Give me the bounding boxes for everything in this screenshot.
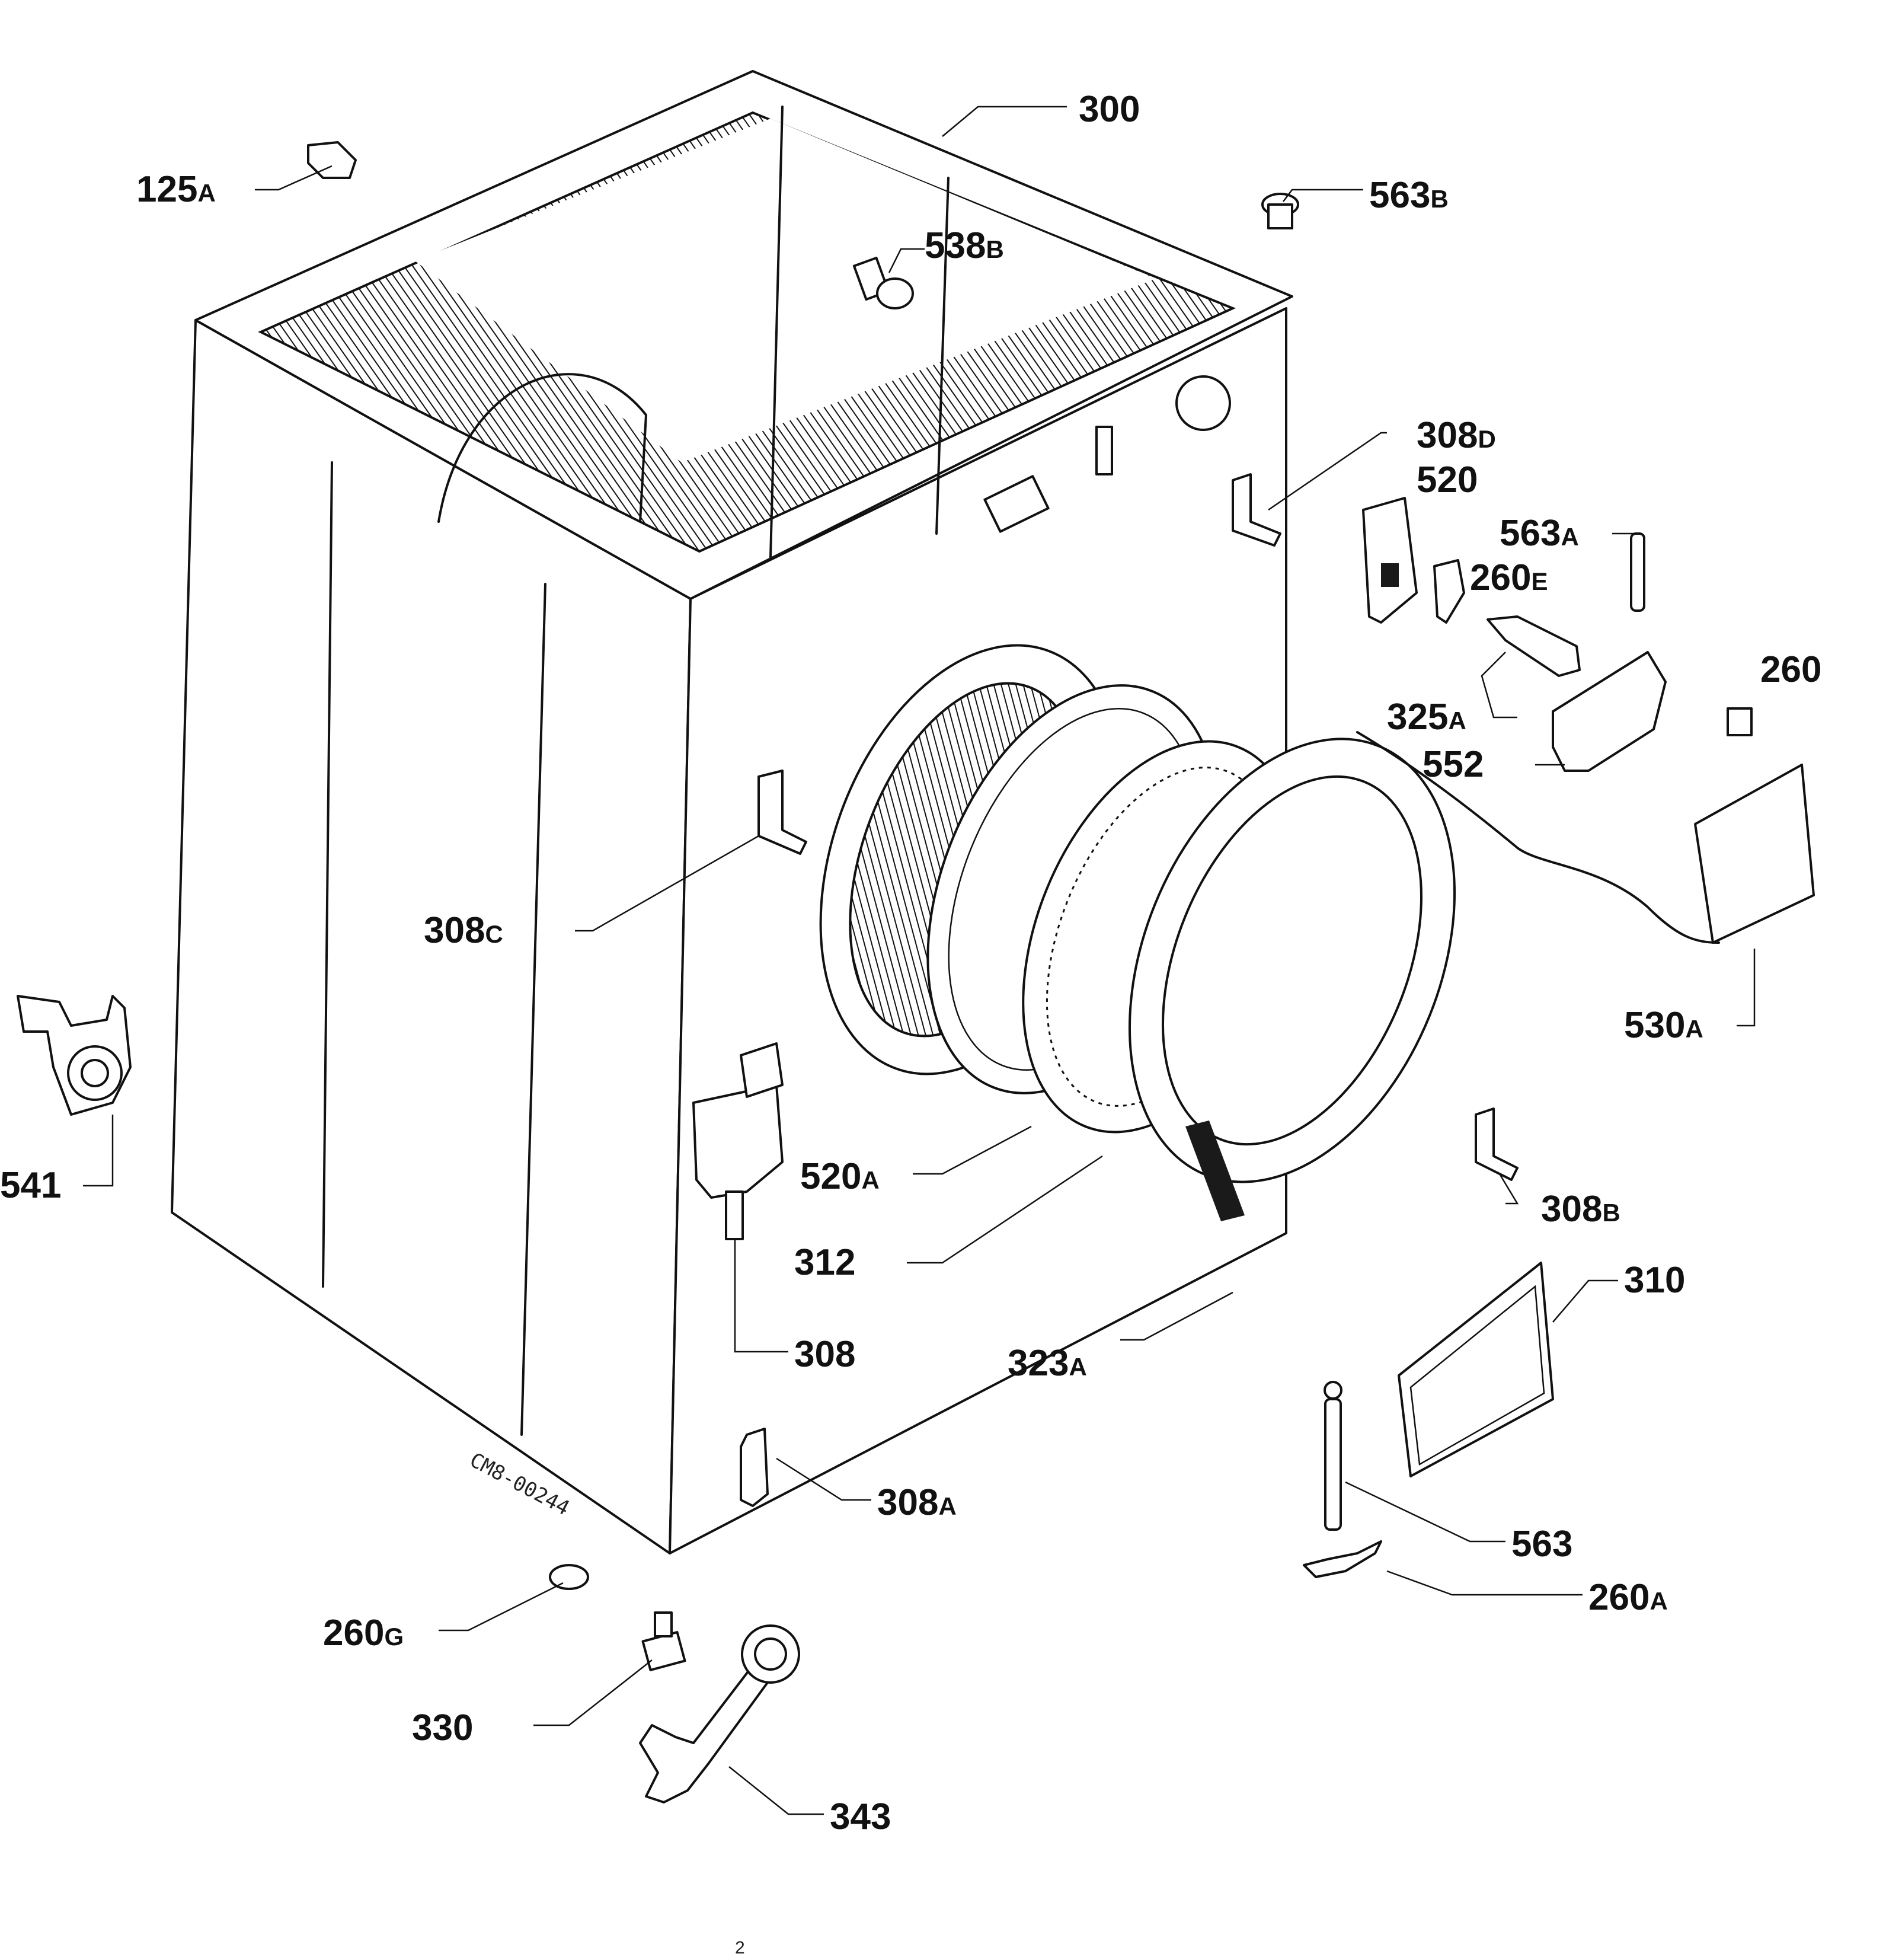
selector-slot (1095, 426, 1113, 475)
part-308 (692, 1042, 784, 1240)
label-312: 312 (794, 1242, 855, 1283)
label-308a: 308A (877, 1482, 957, 1523)
label-325a: 325A (1387, 697, 1466, 738)
label-308b: 308B (1541, 1189, 1620, 1230)
centre-upright (935, 177, 950, 535)
part-552 (1552, 651, 1667, 772)
knob-hole (1175, 375, 1231, 431)
part-563b (1261, 193, 1299, 229)
label-330: 330 (412, 1707, 473, 1748)
leader-lines (83, 106, 1756, 1815)
label-552: 552 (1422, 744, 1484, 785)
label-563b: 563B (1369, 175, 1449, 216)
part-563 (1324, 1381, 1342, 1531)
label-260a: 260A (1588, 1577, 1668, 1618)
label-308: 308 (794, 1334, 855, 1375)
page-number: 2 (735, 1938, 745, 1958)
door-ring-323a (1129, 738, 1456, 1221)
label-541: 541 (0, 1165, 61, 1206)
label-563a: 563A (1500, 513, 1579, 554)
panel-seam-b (520, 583, 546, 1436)
part-310 (1398, 1262, 1554, 1477)
cabinet-left-panel-light (320, 451, 545, 1423)
part-260 (1727, 707, 1753, 736)
part-125a (307, 141, 357, 179)
part-308a (740, 1428, 769, 1507)
part-260e (1433, 559, 1465, 624)
part-260a (1303, 1540, 1382, 1578)
part-260g (549, 1564, 589, 1590)
rear-upright (769, 106, 784, 558)
label-520a: 520A (800, 1156, 880, 1197)
part-520 (1362, 497, 1418, 624)
part-530a (1356, 731, 1815, 944)
part-343 (639, 1624, 800, 1803)
cabinet-interior-light (415, 119, 1156, 462)
label-323a: 323A (1008, 1343, 1087, 1384)
label-563: 563 (1511, 1524, 1572, 1565)
part-308d (1232, 473, 1281, 547)
part-563a (1630, 532, 1645, 612)
part-538b (852, 256, 914, 309)
label-343: 343 (830, 1796, 891, 1837)
part-308b (1475, 1107, 1519, 1181)
part-325a (1487, 615, 1581, 677)
label-310: 310 (1624, 1260, 1685, 1301)
tub-arch (437, 373, 647, 523)
label-125a: 125A (136, 169, 216, 210)
label-520: 520 (1417, 459, 1478, 500)
label-308c: 308C (424, 910, 503, 951)
part-330 (641, 1611, 686, 1671)
drawing-code: CM8-00244 (466, 1448, 573, 1521)
label-260: 260 (1760, 649, 1821, 690)
label-260e: 260E (1470, 557, 1548, 598)
label-308d: 308D (1417, 415, 1496, 456)
label-530a: 530A (1624, 1005, 1703, 1046)
label-538b: 538B (925, 225, 1004, 266)
label-260g: 260G (323, 1613, 404, 1653)
control-slot (983, 475, 1050, 533)
ring-shade (1185, 1121, 1245, 1221)
panel-seam-a (322, 461, 333, 1288)
label-300: 300 (1079, 89, 1140, 130)
part-541 (17, 995, 132, 1116)
